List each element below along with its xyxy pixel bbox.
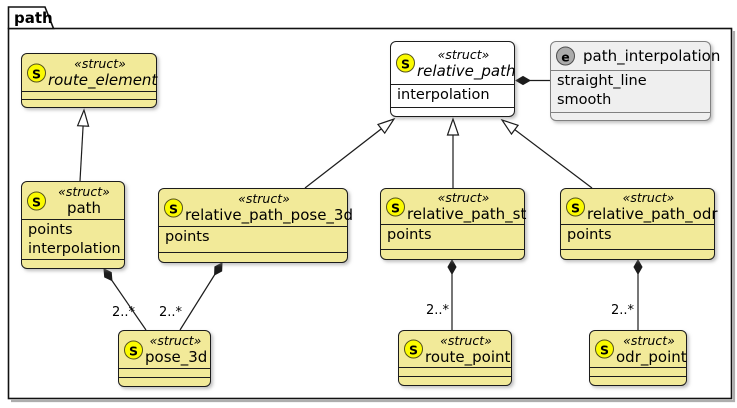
- attribute: interpolation: [28, 241, 121, 257]
- class-header: S «struct» relative_path_st: [381, 189, 527, 224]
- class-header: S «struct» pose_3d: [119, 331, 210, 368]
- frame-shadow: [11, 31, 736, 403]
- empty-compartment: [22, 259, 124, 268]
- multiplicity-relative_path_st-route_point: 2..*: [426, 303, 450, 318]
- enum-icon: e: [556, 46, 575, 66]
- attributes-compartment: points: [381, 224, 524, 249]
- class-relative_path[interactable]: S «struct» relative_path interpolation: [390, 41, 516, 117]
- struct-icon: S: [164, 198, 183, 217]
- class-name: path: [66, 199, 102, 217]
- class-name: relative_path_odr: [587, 205, 718, 223]
- package-tab: [7, 6, 55, 30]
- stereotype-label: «struct»: [622, 190, 675, 205]
- multiplicity-relative_path_pose_3d-pose_3d: 2..*: [159, 305, 183, 320]
- class-header: S «struct» odr_point: [590, 331, 687, 367]
- class-name: relative_path: [417, 61, 516, 80]
- empty-compartment: [22, 91, 156, 99]
- empty-compartment: [399, 367, 511, 376]
- attributes-compartment: points interpolation: [22, 219, 124, 259]
- attribute: interpolation: [397, 87, 490, 103]
- attribute: points: [387, 227, 432, 243]
- empty-compartment: [159, 252, 347, 262]
- class-header: S «struct» relative_path_pose_3d: [159, 189, 353, 226]
- struct-icon: S: [386, 197, 405, 216]
- class-relative_path_odr[interactable]: S «struct» relative_path_odr points: [560, 188, 718, 260]
- stereotype-label: «struct»: [437, 190, 490, 205]
- class-header: S «struct» relative_path_odr: [561, 189, 718, 224]
- class-header: S «struct» route_element: [22, 54, 158, 91]
- empty-compartment: [119, 377, 210, 386]
- class-path[interactable]: S «struct» path points interpolation: [21, 181, 125, 269]
- empty-compartment: [119, 368, 210, 377]
- class-header: S «struct» relative_path: [391, 42, 516, 84]
- attribute: points: [567, 227, 612, 243]
- enum-name: path_interpolation: [583, 47, 721, 65]
- enum-values-compartment: straight_line smooth: [551, 70, 710, 112]
- struct-icon: S: [124, 340, 143, 359]
- empty-compartment: [561, 249, 714, 259]
- generalization-path-to-route_element: [76, 108, 90, 182]
- class-relative_path_st[interactable]: S «struct» relative_path_st points: [380, 188, 527, 260]
- empty-compartment: [22, 99, 156, 107]
- generalization-relative_path_pose_3d-to-relative_path: [304, 117, 396, 189]
- attributes-compartment: points: [159, 226, 347, 252]
- attributes-compartment: interpolation: [391, 84, 514, 107]
- class-route_element[interactable]: S «struct» route_element: [21, 53, 157, 108]
- struct-icon: S: [404, 339, 423, 359]
- empty-compartment: [399, 376, 511, 385]
- class-header: S «struct» route_point: [399, 331, 511, 367]
- class-name: odr_point: [616, 347, 687, 366]
- class-odr_point[interactable]: S «struct» odr_point: [589, 330, 687, 386]
- class-pose_3d[interactable]: S «struct» pose_3d: [118, 330, 211, 387]
- attribute: points: [28, 222, 73, 238]
- struct-icon: S: [566, 197, 585, 216]
- stereotype-label: «struct»: [437, 46, 490, 62]
- empty-compartment: [391, 107, 514, 116]
- class-relative_path_pose_3d[interactable]: S «struct» relative_path_pose_3d points: [158, 188, 353, 263]
- class-header: S «struct» path: [22, 182, 124, 219]
- struct-icon: S: [396, 53, 415, 73]
- enum-value: straight_line: [557, 73, 647, 89]
- empty-compartment: [381, 249, 524, 259]
- attributes-compartment: points: [561, 224, 714, 249]
- stereotype-label: «struct»: [440, 332, 492, 348]
- struct-icon: S: [27, 63, 46, 82]
- stereotype-label: «struct»: [74, 56, 126, 71]
- multiplicity-relative_path_odr-odr_point: 2..*: [611, 303, 635, 318]
- class-name: route_element: [48, 71, 158, 89]
- class-name: pose_3d: [145, 348, 208, 366]
- empty-compartment: [590, 376, 686, 385]
- multiplicity-path-pose_3d: 2..*: [112, 305, 136, 320]
- class-name: route_point: [425, 347, 511, 366]
- class-name: relative_path_pose_3d: [185, 206, 353, 224]
- enum-value: smooth: [557, 92, 612, 108]
- struct-icon: S: [595, 339, 614, 359]
- generalization-relative_path_odr-to-relative_path: [500, 118, 593, 189]
- stereotype-label: «struct»: [238, 191, 290, 206]
- composition-relative_path_pose_3d-pose_3d: [179, 262, 223, 331]
- empty-compartment: [551, 112, 710, 120]
- struct-icon: S: [27, 191, 46, 210]
- stereotype-label: «struct»: [623, 332, 675, 348]
- class-name: relative_path_st: [407, 205, 527, 223]
- stereotype-label: «struct»: [149, 333, 202, 348]
- package-title: path: [14, 9, 53, 27]
- attribute: points: [165, 229, 210, 245]
- composition-path-pose_3d: [103, 268, 147, 331]
- enum-path_interpolation[interactable]: e path_interpolation straight_line smoot…: [550, 41, 720, 121]
- empty-compartment: [590, 367, 686, 376]
- enum-header: e path_interpolation: [551, 42, 720, 70]
- stereotype-label: «struct»: [58, 184, 110, 199]
- class-route_point[interactable]: S «struct» route_point: [398, 330, 512, 386]
